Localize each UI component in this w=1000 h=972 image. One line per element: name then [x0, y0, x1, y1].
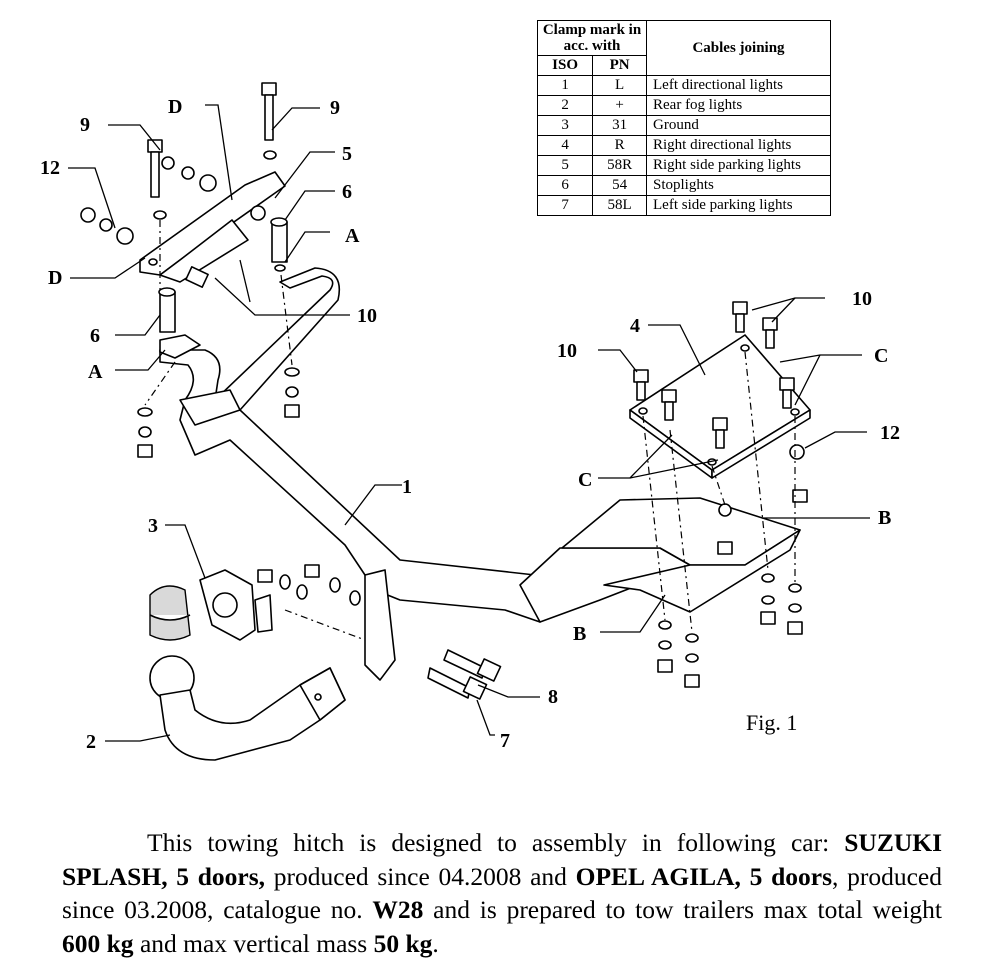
car-model-1: SUZUKI SPLASH, 5 doors,: [62, 828, 942, 891]
spacer-6: [158, 217, 288, 333]
label-b-right: B: [878, 507, 891, 529]
label-10-plate: 10: [557, 340, 577, 362]
label-10-right: 10: [852, 288, 872, 310]
desc-text: This towing hitch is designed to assembl…: [147, 828, 845, 857]
assembly-lines: [144, 220, 796, 641]
leader-lines: [68, 104, 870, 742]
desc-text: produced since 04.2008 and: [265, 861, 576, 891]
label-3: 3: [148, 515, 158, 537]
label-6-left: 6: [90, 325, 100, 347]
nut-washer-row: [257, 564, 361, 606]
car-model-2: OPEL AGILA,: [575, 861, 741, 891]
nut-washer-set-upper: [80, 156, 266, 288]
clamp-mark-table: Clamp mark in acc. with Cables joining I…: [536, 20, 831, 216]
label-d-upper: D: [168, 96, 182, 118]
label-9-right: 9: [330, 97, 340, 119]
header-iso: ISO: [536, 55, 594, 76]
catalogue-number: W28: [372, 895, 424, 924]
label-a-lower: A: [88, 361, 103, 383]
bolt-10-set: [633, 301, 795, 449]
label-9-left: 9: [80, 114, 90, 136]
label-1: 1: [402, 476, 412, 498]
desc-text: , produced since 03.2008, catalogue no.: [62, 861, 942, 925]
label-4: 4: [630, 315, 640, 337]
label-12-left: 12: [40, 157, 60, 179]
label-d-lower: D: [48, 267, 62, 289]
towing-hitch-diagram: 1 2 3 4 5 6 6 7 8 9 9 10 10 10 12 12 A A…: [40, 82, 900, 761]
desc-text: and is prepared to tow trailers max tota…: [423, 895, 942, 924]
car-model-2-doors: 5 doors: [749, 861, 833, 891]
max-total-weight: 600 kg: [62, 928, 134, 958]
description-paragraph: This towing hitch is designed to assembl…: [62, 826, 942, 960]
desc-text: and max vertical mass: [133, 928, 374, 958]
label-10-center: 10: [357, 305, 377, 327]
crossbar-part-1: [159, 267, 801, 681]
label-c-lower: C: [578, 469, 592, 491]
label-c-right: C: [874, 345, 888, 367]
bolt-7-8: [427, 649, 502, 700]
label-b-lower: B: [573, 623, 586, 645]
washer-12: [789, 444, 805, 460]
table-row: 2+Rear fog lights: [536, 95, 831, 116]
desc-text: .: [432, 928, 439, 958]
label-6-right: 6: [342, 181, 352, 203]
callout-labels: 1 2 3 4 5 6 6 7 8 9 9 10 10 10 12 12 A A…: [40, 96, 900, 753]
header-cables-joining: Cables joining: [646, 20, 831, 76]
tow-ball-2: [149, 585, 346, 761]
label-12-right: 12: [880, 422, 900, 444]
label-2: 2: [86, 731, 96, 753]
label-5: 5: [342, 143, 352, 165]
label-8: 8: [548, 686, 558, 708]
nut-stack-right: [657, 489, 808, 688]
figure-caption: Fig. 1: [746, 710, 797, 735]
mounting-plate-4: [629, 334, 811, 479]
header-pn: PN: [592, 55, 647, 76]
max-vertical-mass: 50 kg: [373, 928, 433, 958]
nut-stack-left: [137, 367, 300, 458]
label-a-upper: A: [345, 225, 360, 247]
bolt-9: [147, 82, 277, 220]
label-7: 7: [500, 730, 510, 752]
header-clamp-mark: Clamp mark in acc. with: [537, 20, 647, 56]
bracket-d: [139, 171, 286, 283]
socket-plate-3: [199, 569, 273, 641]
